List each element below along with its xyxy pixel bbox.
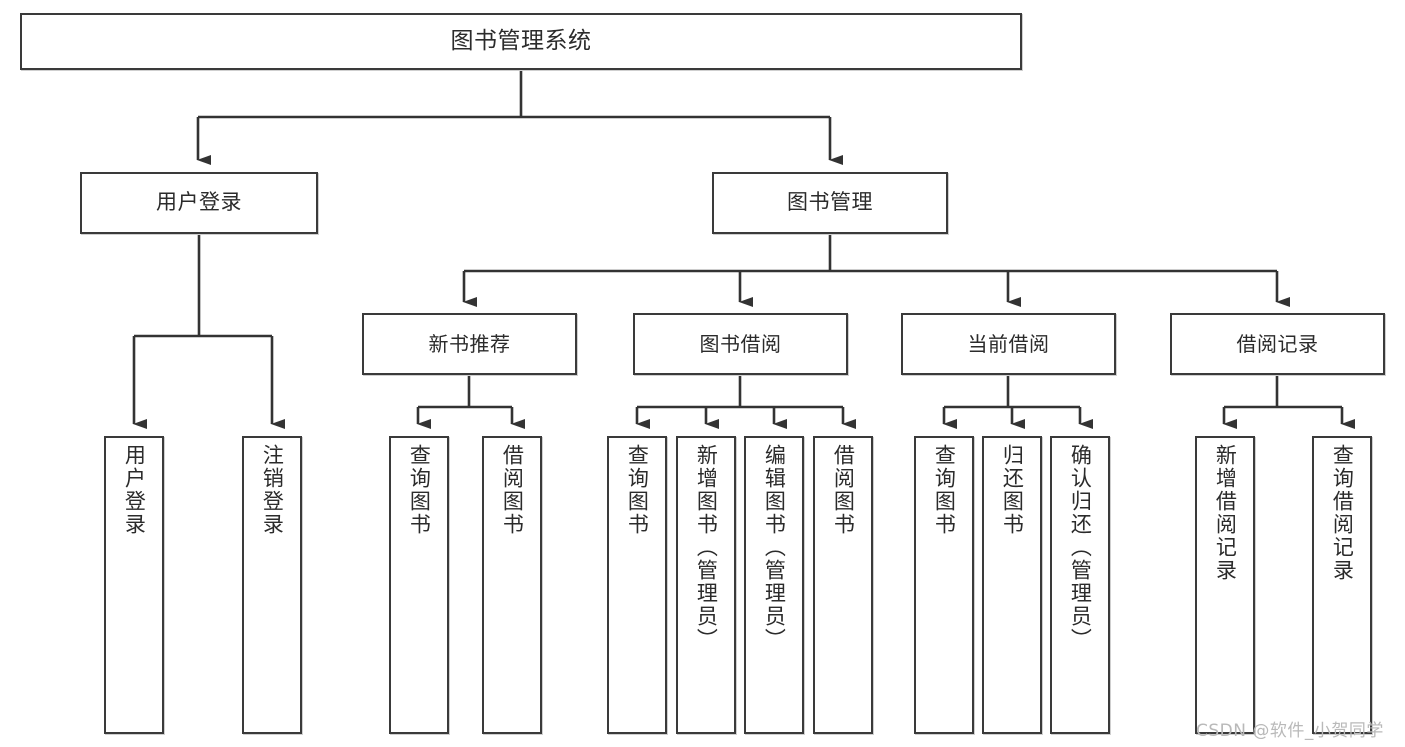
node-label: 注销登录 [260, 444, 285, 536]
leaf-borrow-book-recommend[interactable]: 借阅图书 [482, 436, 542, 734]
node-label: 图书管理 [787, 190, 873, 215]
node-borrow-record[interactable]: 借阅记录 [1170, 313, 1385, 375]
node-label: 新书推荐 [428, 331, 511, 356]
leaf-confirm-return-admin[interactable]: 确认归还（管理员） [1050, 436, 1110, 734]
csdn-watermark: CSDN @软件_小贺同学 [1196, 721, 1384, 741]
node-label: 用户登录 [156, 190, 242, 215]
leaf-query-book-recommend[interactable]: 查询图书 [389, 436, 449, 734]
node-label: 新增借阅记录 [1213, 444, 1238, 582]
leaf-user-login[interactable]: 用户登录 [104, 436, 164, 734]
node-root-system[interactable]: 图书管理系统 [20, 13, 1022, 70]
node-label: 借阅记录 [1236, 331, 1319, 356]
node-label: 借阅图书 [831, 444, 856, 536]
node-label: 图书管理系统 [450, 27, 592, 54]
node-label: 查询图书 [625, 444, 650, 536]
node-current-borrow[interactable]: 当前借阅 [901, 313, 1116, 375]
leaf-query-book-current[interactable]: 查询图书 [914, 436, 974, 734]
node-label: 当前借阅 [967, 331, 1050, 356]
node-label: 编辑图书（管理员） [762, 444, 787, 651]
leaf-edit-book-admin[interactable]: 编辑图书（管理员） [744, 436, 804, 734]
leaf-query-book-borrow[interactable]: 查询图书 [607, 436, 667, 734]
node-label: 查询图书 [932, 444, 957, 536]
node-user-login[interactable]: 用户登录 [80, 172, 318, 234]
node-book-borrow[interactable]: 图书借阅 [633, 313, 848, 375]
node-label: 新增图书（管理员） [694, 444, 719, 651]
node-label: 图书借阅 [699, 331, 782, 356]
node-label: 归还图书 [1000, 444, 1025, 536]
leaf-logout-login[interactable]: 注销登录 [242, 436, 302, 734]
leaf-borrow-book[interactable]: 借阅图书 [813, 436, 873, 734]
node-new-book-recommend[interactable]: 新书推荐 [362, 313, 577, 375]
node-label: 用户登录 [122, 444, 147, 536]
leaf-query-borrow-record[interactable]: 查询借阅记录 [1312, 436, 1372, 734]
node-book-management[interactable]: 图书管理 [712, 172, 948, 234]
node-label: 查询借阅记录 [1330, 444, 1355, 582]
node-label: 借阅图书 [500, 444, 525, 536]
node-label: 确认归还（管理员） [1068, 444, 1093, 651]
leaf-return-book[interactable]: 归还图书 [982, 436, 1042, 734]
node-label: 查询图书 [407, 444, 432, 536]
leaf-add-book-admin[interactable]: 新增图书（管理员） [676, 436, 736, 734]
leaf-add-borrow-record[interactable]: 新增借阅记录 [1195, 436, 1255, 734]
